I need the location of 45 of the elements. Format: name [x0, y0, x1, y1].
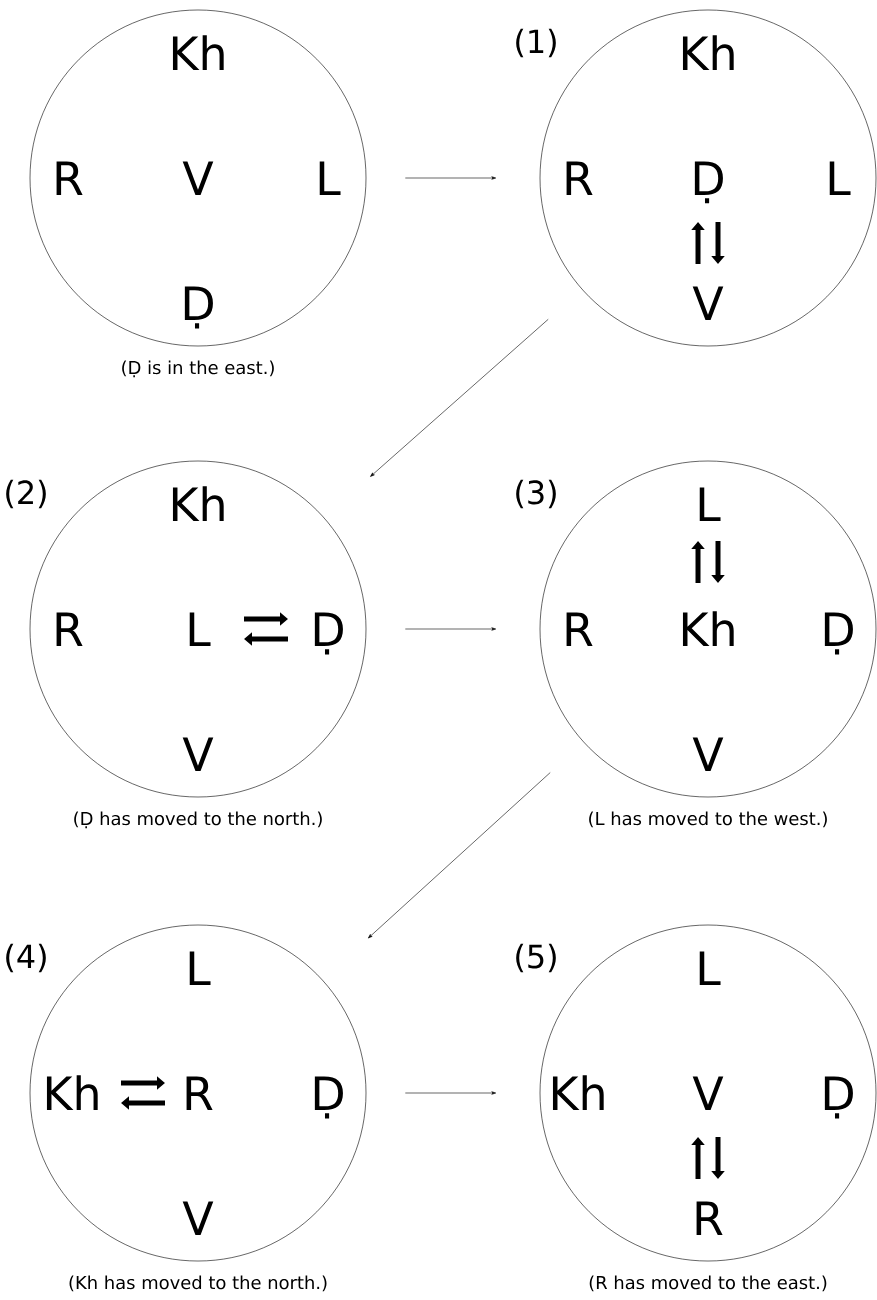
- letter-label: V: [182, 161, 214, 195]
- letter-label: Kh: [172, 486, 224, 521]
- letter-label: Ḍ: [824, 612, 853, 655]
- letter-label: L: [189, 612, 211, 646]
- letter-label: Ḍ: [824, 1076, 853, 1119]
- step-number: (2): [6, 479, 46, 509]
- letter-label: V: [182, 1201, 214, 1235]
- step-number: (1): [516, 28, 556, 58]
- letter-label: Ḍ: [314, 1076, 343, 1119]
- letter-label: Kh: [552, 1075, 604, 1110]
- letter-label: V: [692, 1076, 724, 1110]
- arrow: [405, 1091, 497, 1095]
- letter-label: Ḍ: [184, 286, 213, 329]
- letter-label: V: [692, 286, 724, 320]
- letter-label: L: [699, 951, 721, 985]
- letter-label: L: [319, 161, 341, 195]
- arrow: [370, 319, 549, 477]
- letter-label: Kh: [46, 1075, 98, 1110]
- node-label: (L has moved to the west.): [589, 811, 827, 828]
- letter-label: Kh: [682, 35, 734, 70]
- letter-label: R: [566, 161, 593, 195]
- letter-label: R: [56, 161, 83, 195]
- letter-label: Kh: [682, 611, 734, 646]
- letter-label: V: [692, 737, 724, 771]
- arrow: [368, 772, 551, 939]
- letter-label: R: [696, 1201, 723, 1235]
- letter-label: Ḍ: [314, 612, 343, 655]
- node-label: (Ḍ has moved to the north.): [74, 811, 322, 829]
- letter-label: L: [829, 161, 851, 195]
- letter-label: L: [189, 951, 211, 985]
- letter-label: L: [699, 487, 721, 521]
- letter-label: V: [182, 737, 214, 771]
- node-label: (Ḍ is in the east.): [122, 360, 274, 378]
- step-number: (4): [6, 943, 46, 973]
- letter-label: Kh: [172, 35, 224, 70]
- letter-label: Ḍ: [694, 161, 723, 204]
- letter-label: R: [56, 612, 83, 646]
- step-number: (3): [516, 479, 556, 509]
- node-label: (R has moved to the east.): [589, 1275, 827, 1292]
- letter-label: R: [186, 1076, 213, 1110]
- arrow: [405, 176, 497, 180]
- letter-label: R: [566, 612, 593, 646]
- node-label: (Kh has moved to the north.): [69, 1275, 327, 1292]
- step-number: (5): [516, 943, 556, 973]
- arrow: [405, 627, 497, 631]
